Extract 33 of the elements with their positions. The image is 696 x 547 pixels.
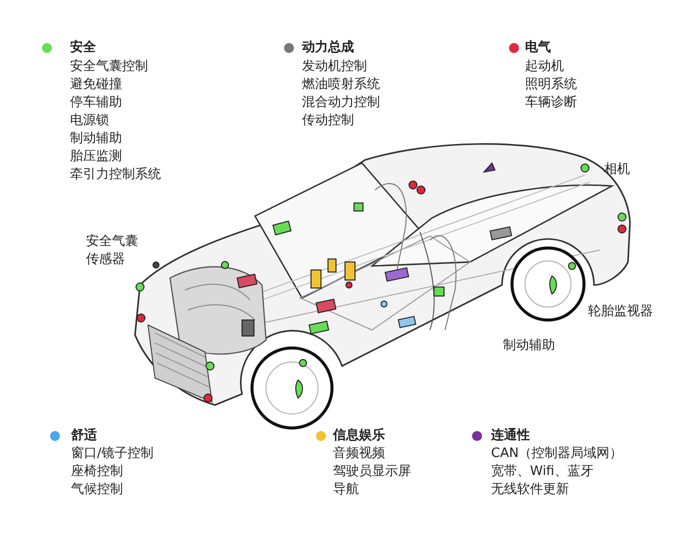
list-item: 起动机: [525, 58, 564, 76]
list-item: 音频视频: [333, 445, 385, 463]
category-heading: 动力总成: [302, 39, 354, 57]
category-heading: 安全: [70, 39, 96, 57]
list-item: 导航: [333, 481, 359, 499]
list-item: 车辆诊断: [525, 94, 577, 112]
list-item: 燃油喷射系统: [302, 76, 380, 94]
category-heading: 信息娱乐: [333, 427, 385, 445]
list-item: 混合动力控制: [302, 94, 380, 112]
list-item: CAN（控制器局域网）: [491, 445, 623, 463]
part-label: 安全气囊传感器: [86, 233, 139, 269]
list-item: 发动机控制: [302, 58, 367, 76]
list-item: 避免碰撞: [70, 76, 122, 94]
list-item: 制动辅助: [70, 130, 122, 148]
list-item: 电源锁: [70, 112, 109, 130]
list-item: 照明系统: [525, 76, 577, 94]
part-label: 相机: [604, 161, 630, 179]
list-item: 无线软件更新: [491, 481, 569, 499]
list-item: 驾驶员显示屏: [333, 463, 411, 481]
category-heading: 连通性: [491, 427, 530, 445]
list-item: 气候控制: [71, 481, 123, 499]
list-item: 停车辅助: [70, 94, 122, 112]
part-label: 轮胎监视器: [588, 303, 653, 321]
list-item: 窗口/镜子控制: [71, 445, 154, 463]
list-item: 传动控制: [302, 112, 354, 130]
list-item: 座椅控制: [71, 463, 123, 481]
list-item: 宽带、Wifi、蓝牙: [491, 463, 594, 481]
list-item: 胎压监测: [70, 148, 122, 166]
part-label: 制动辅助: [503, 337, 555, 355]
list-item: 牵引力控制系统: [70, 166, 161, 184]
category-heading: 舒适: [71, 427, 97, 445]
category-heading: 电气: [525, 39, 551, 57]
list-item: 安全气囊控制: [70, 58, 148, 76]
